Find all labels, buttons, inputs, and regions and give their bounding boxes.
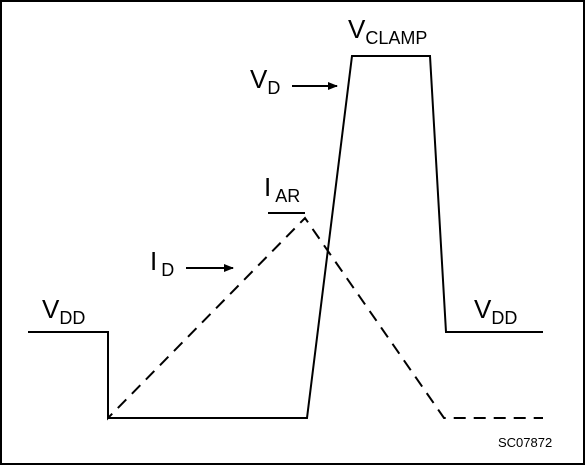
- id-waveform: [107, 216, 543, 421]
- vd-waveform: [28, 55, 543, 419]
- vdd-right-label: VDD: [474, 294, 517, 328]
- vdd-left-label: VDD: [42, 294, 85, 328]
- vclamp-label: VCLAMP: [348, 14, 427, 48]
- vd-label: VD: [250, 64, 280, 98]
- figure-code: SC07872: [498, 435, 552, 450]
